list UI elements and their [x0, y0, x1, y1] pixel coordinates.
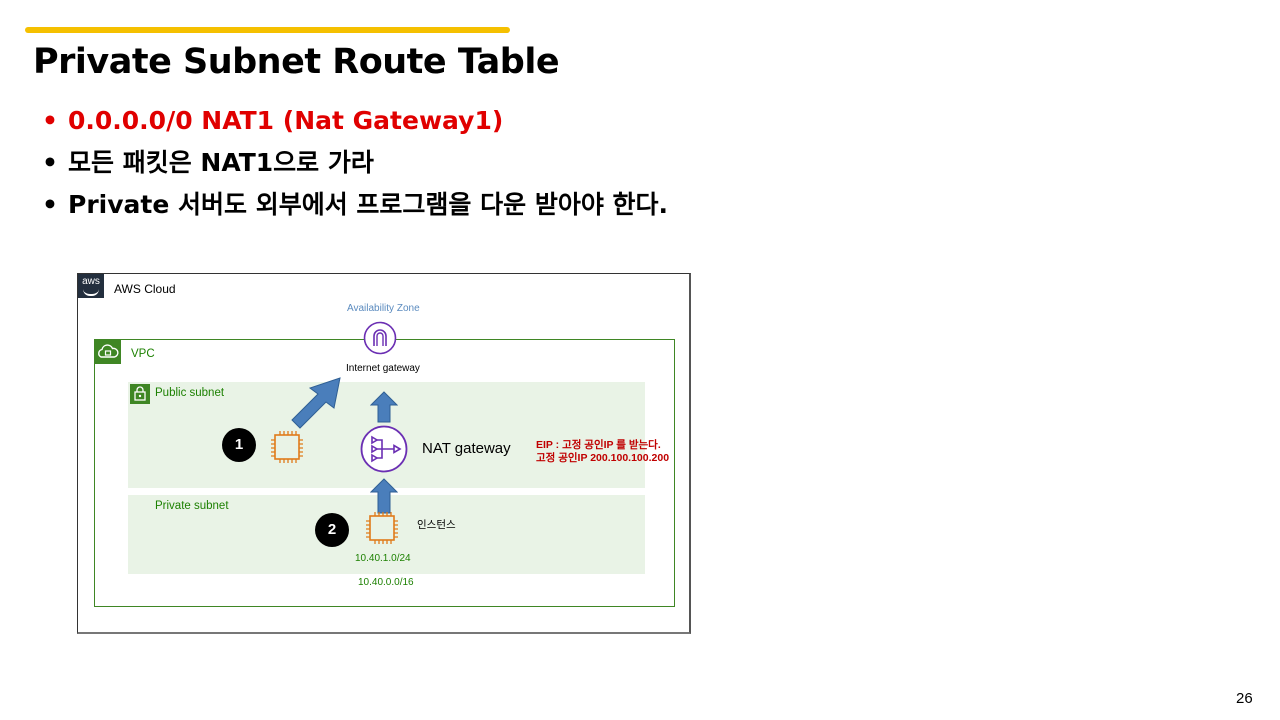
title-accent-bar	[25, 27, 510, 33]
eip-note-line-2: 고정 공인IP 200.100.100.200	[536, 452, 670, 464]
private-subnet-cidr: 10.40.1.0/24	[355, 553, 411, 564]
bullet-text: 모든 패킷은 NAT1으로 가라	[68, 148, 374, 177]
vpc-label: VPC	[131, 348, 155, 360]
arrow-to-internet-gateway	[288, 374, 344, 439]
bullet-item: • Private 서버도 외부에서 프로그램을 다운 받아야 한다.	[42, 186, 668, 228]
step-badge-2: 2	[315, 513, 349, 547]
aws-cloud-label: AWS Cloud	[114, 282, 176, 296]
availability-zone-label: Availability Zone	[347, 303, 420, 314]
instance-label: 인스턴스	[417, 519, 456, 531]
internet-gateway-icon	[363, 321, 397, 360]
ec2-instance-private-icon	[364, 510, 400, 551]
aws-architecture-diagram: aws AWS Cloud Availability Zone VPC Publ…	[77, 273, 691, 634]
public-subnet-lock-icon	[130, 384, 150, 404]
step-badge-1: 1	[222, 428, 256, 462]
internet-gateway-label: Internet gateway	[346, 363, 420, 374]
slide-title: Private Subnet Route Table	[33, 42, 560, 82]
bullet-item: • 모든 패킷은 NAT1으로 가라	[42, 144, 668, 186]
arrow-nat-to-igw	[369, 391, 399, 428]
bullet-dot: •	[42, 148, 58, 177]
bullet-text: Private 서버도 외부에서 프로그램을 다운 받아야 한다.	[68, 190, 669, 219]
bullet-dot: •	[42, 106, 58, 135]
public-subnet-label: Public subnet	[155, 387, 225, 399]
ec2-instance-public-icon	[269, 429, 305, 470]
nat-gateway-label: NAT gateway	[422, 440, 511, 457]
bullet-text: 0.0.0.0/0 NAT1 (Nat Gateway1)	[68, 106, 504, 135]
bullet-dot: •	[42, 190, 58, 219]
bullet-item: • 0.0.0.0/0 NAT1 (Nat Gateway1)	[42, 102, 668, 144]
page-number: 26	[1236, 690, 1253, 707]
aws-logo-icon: aws	[78, 274, 104, 298]
private-subnet-label: Private subnet	[155, 500, 229, 512]
arrow-private-to-nat	[369, 478, 399, 519]
nat-gateway-icon	[360, 425, 408, 478]
vpc-cloud-lock-icon	[95, 340, 121, 364]
eip-note-line-1: EIP : 고정 공인IP 를 받는다.	[536, 439, 661, 451]
vpc-cidr: 10.40.0.0/16	[358, 577, 414, 588]
private-subnet: Private subnet	[128, 495, 645, 574]
bullet-list: • 0.0.0.0/0 NAT1 (Nat Gateway1) • 모든 패킷은 N…	[42, 102, 668, 228]
